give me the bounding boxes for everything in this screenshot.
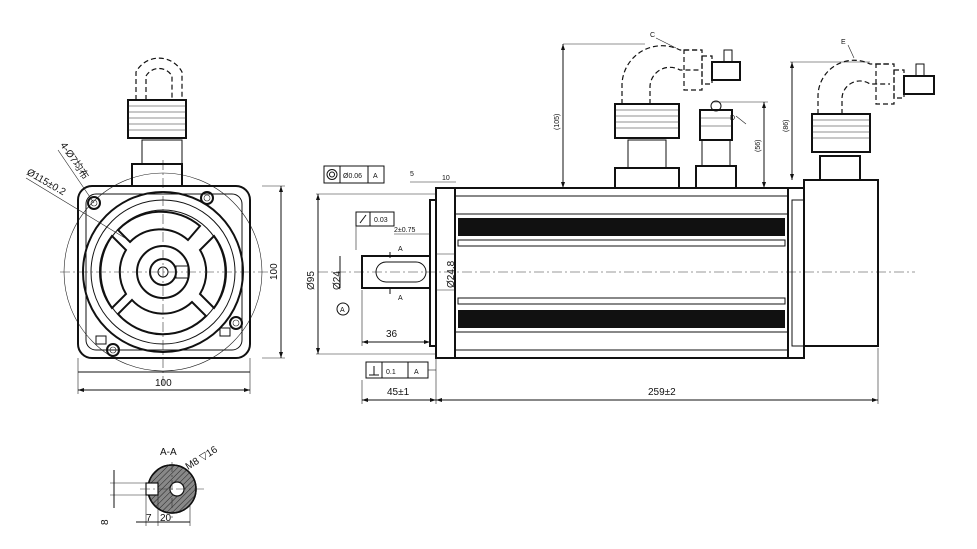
chamfer-label: 2±0.75	[394, 227, 415, 234]
section-view: A-A M8 ▽16 8 7 20	[100, 444, 220, 526]
flange-height-label: 100	[269, 263, 280, 280]
front-window-bottom	[116, 298, 208, 336]
connector-d-body	[699, 109, 733, 141]
datum-a-circle	[336, 302, 350, 316]
perp-value: 0.1	[386, 369, 396, 376]
shaft-dia-label: Ø24	[332, 271, 343, 290]
conn-c-label: C	[650, 32, 655, 39]
connector-e-cable	[817, 59, 890, 114]
front-cable-dash	[135, 57, 183, 100]
height-86-label: (86)	[783, 120, 790, 132]
bottom-dim-label: 20	[160, 513, 172, 524]
body-stripe-2	[458, 310, 785, 328]
shaft-runout-value: 0.03	[374, 217, 388, 224]
key-height-label: 8	[100, 519, 111, 525]
connector-d-base	[695, 165, 737, 189]
pilot-step-label: 5	[410, 171, 414, 178]
front-view: 100 100 4-Ø7均布 Ø115±0.2	[25, 57, 285, 394]
front-window-right	[198, 234, 227, 310]
runout-value: Ø0.06	[343, 173, 362, 180]
bolt-hole-label: 4-Ø7均布	[58, 140, 92, 182]
section-title: A-A	[160, 447, 177, 458]
side-view: (105) C (56) D (86) E Ø0.06 A 5 10 0.03	[306, 32, 935, 404]
key-slot	[375, 261, 427, 283]
perp-frame	[365, 361, 429, 379]
key-width-label: 7	[146, 513, 152, 524]
pcd-label: Ø115±0.2	[25, 167, 68, 198]
flange-thk-label: 10	[442, 175, 450, 182]
front-connector-base	[131, 163, 183, 187]
conn-d-label: D	[730, 115, 735, 122]
flange-width-label: 100	[155, 378, 172, 389]
height-56-label: (56)	[755, 140, 762, 152]
bolt-hole-br	[229, 316, 243, 330]
boss-dia-label: Ø24.8	[446, 260, 457, 288]
connector-c-body	[614, 103, 680, 139]
connector-e-body	[811, 113, 871, 153]
bolt-hole-bl	[106, 343, 120, 357]
datum-a-label: A	[340, 307, 345, 314]
runout-frame	[323, 165, 385, 184]
front-connector-body	[127, 99, 187, 139]
front-window-top	[116, 210, 202, 244]
shaft-runout-frame	[355, 211, 395, 227]
thread-label: M8 ▽16	[184, 444, 220, 472]
shaft-length-label: 45±1	[387, 387, 410, 398]
conn-e-label: E	[841, 39, 846, 46]
connector-e-base	[819, 155, 861, 181]
key-length-label: 36	[386, 329, 398, 340]
perp-datum: A	[414, 369, 419, 376]
body-length-label: 259±2	[648, 387, 676, 398]
rear-ring	[787, 187, 805, 359]
pilot-dia-label: Ø95	[306, 271, 317, 290]
front-window-left	[99, 234, 128, 310]
section-mark-bottom: A	[398, 295, 403, 302]
height-105-label: (105)	[554, 114, 561, 130]
bolt-hole-tr	[200, 191, 214, 205]
bolt-hole-tl	[87, 196, 101, 210]
encoder-housing	[803, 179, 879, 347]
runout-datum: A	[373, 173, 378, 180]
body-stripe-1	[458, 218, 785, 236]
section-mark-top: A	[398, 246, 403, 253]
connector-c-cable	[621, 45, 700, 104]
connector-c-base	[614, 167, 680, 189]
